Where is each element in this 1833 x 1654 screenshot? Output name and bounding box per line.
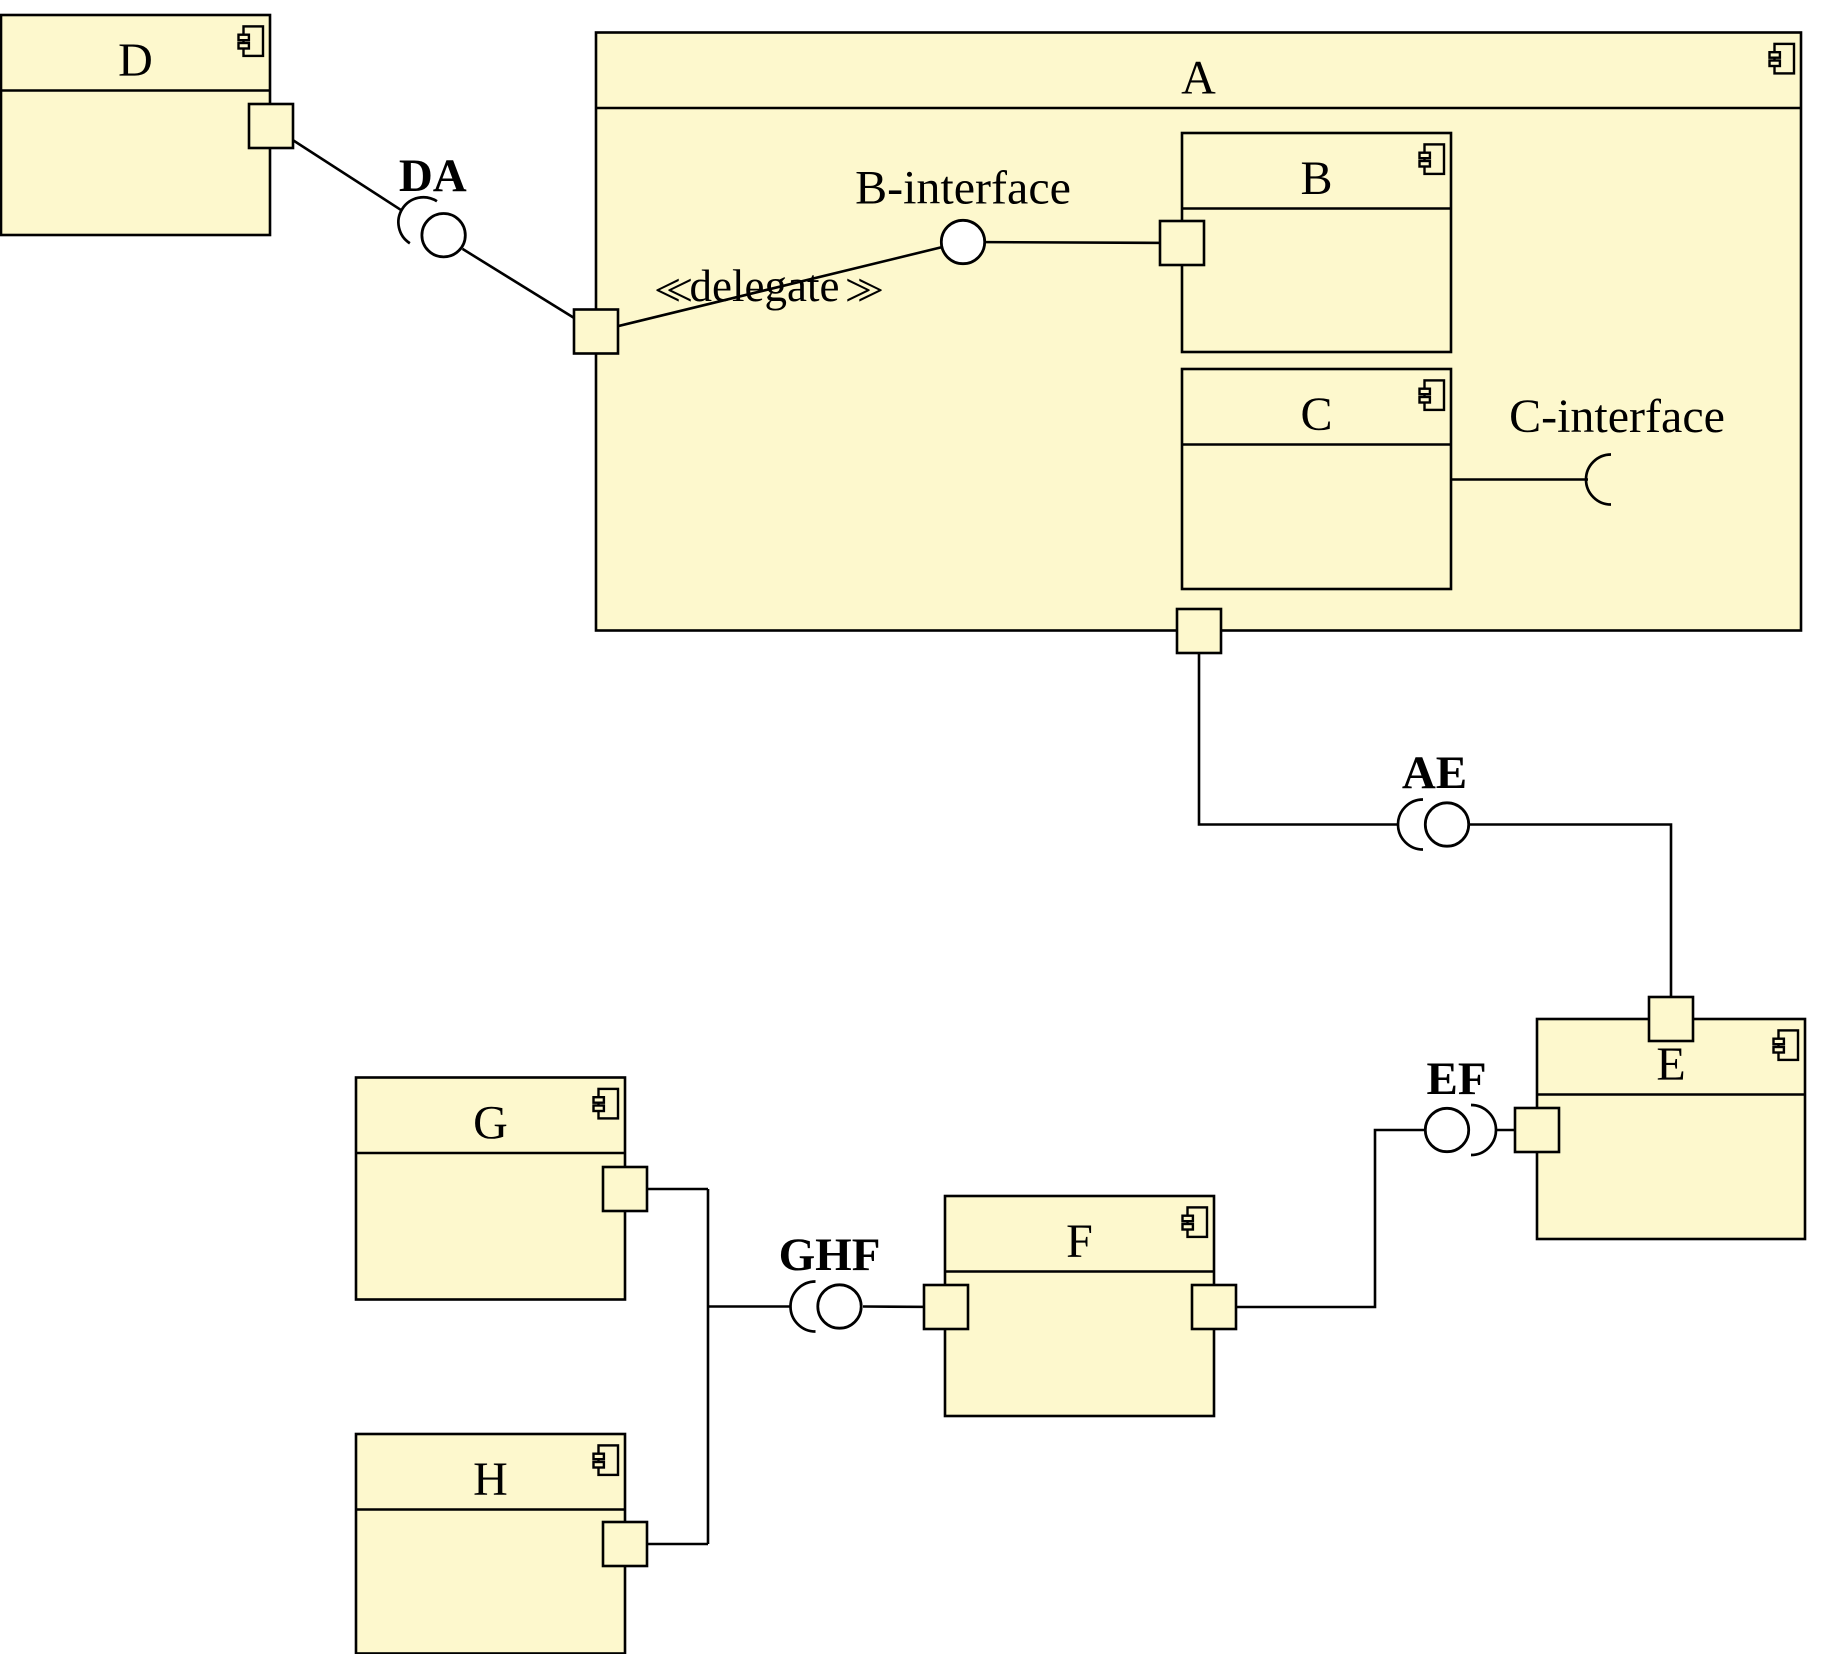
svg-text:GHF: GHF <box>779 1229 881 1281</box>
svg-text:A: A <box>1181 52 1216 105</box>
svg-text:>: > <box>845 264 872 317</box>
svg-text:E: E <box>1656 1038 1685 1091</box>
svg-text:B: B <box>1300 152 1332 205</box>
svg-text:C-interface: C-interface <box>1509 390 1725 443</box>
svg-text:>: > <box>857 264 884 317</box>
svg-text:H: H <box>473 1453 508 1506</box>
svg-text:G: G <box>473 1097 508 1150</box>
svg-text:DA: DA <box>399 150 467 202</box>
svg-text:D: D <box>118 34 153 87</box>
svg-text:<: < <box>666 264 693 317</box>
svg-text:C: C <box>1300 388 1332 441</box>
svg-text:B-interface: B-interface <box>855 162 1071 215</box>
svg-text:AE: AE <box>1402 747 1467 799</box>
svg-text:F: F <box>1066 1215 1093 1268</box>
svg-text:<: < <box>654 264 681 317</box>
svg-text:delegate: delegate <box>690 261 840 311</box>
svg-text:EF: EF <box>1426 1053 1486 1105</box>
